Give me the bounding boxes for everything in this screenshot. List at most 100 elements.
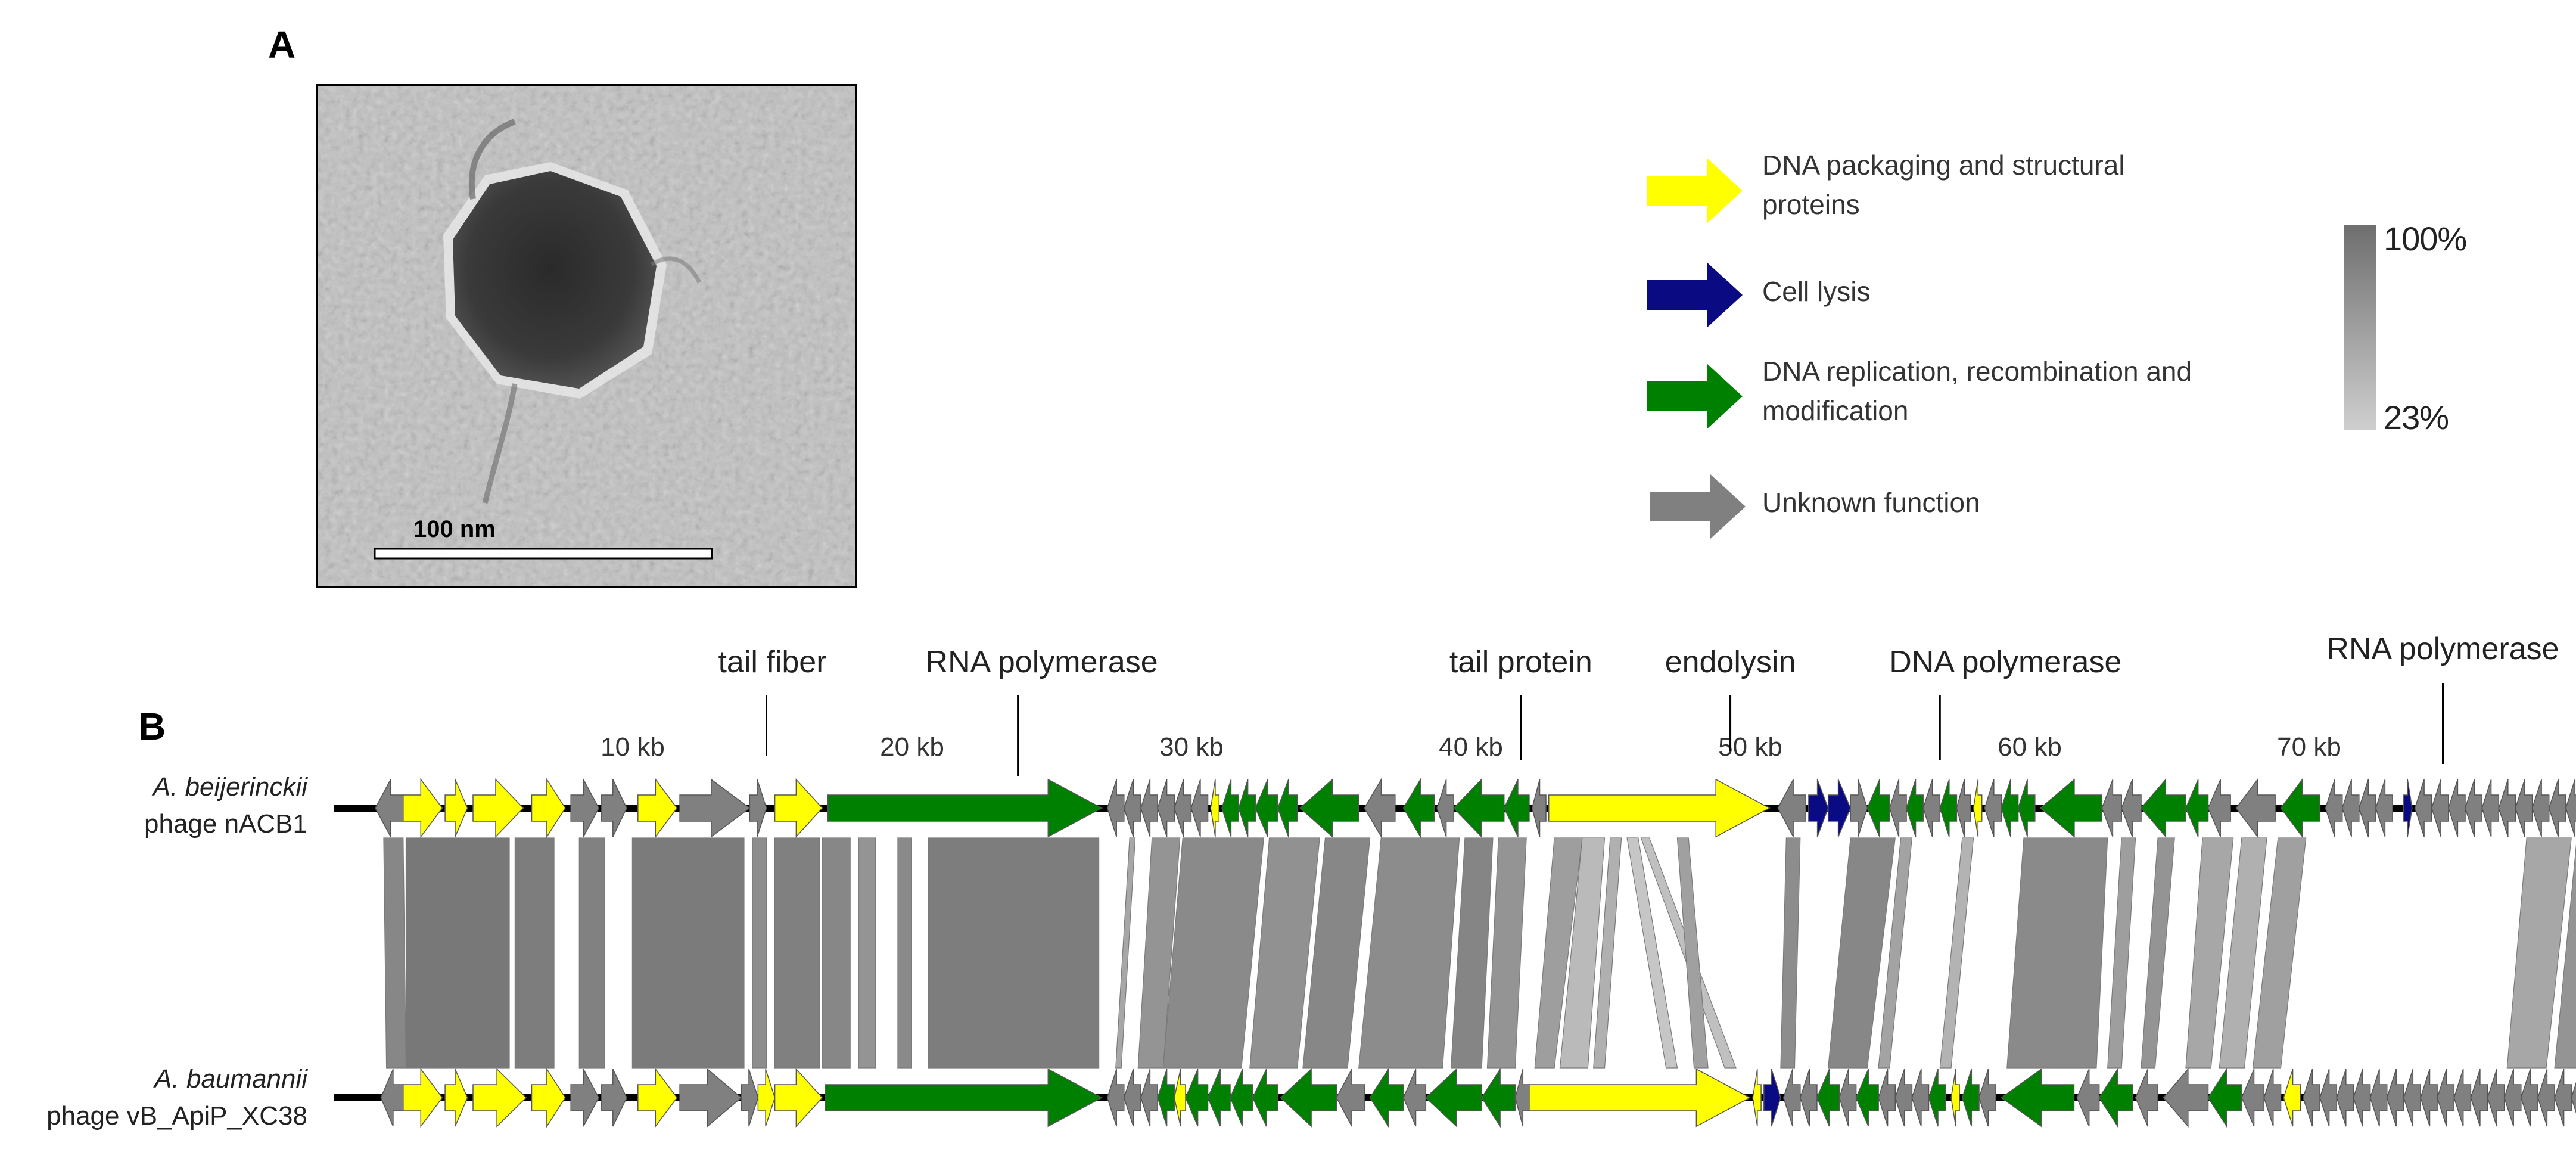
gene-arrow-top — [1827, 779, 1852, 837]
genes-bottom — [380, 1067, 2576, 1128]
gene-arrow-bottom — [1207, 1069, 1231, 1127]
homology-link — [822, 837, 851, 1069]
gene-arrow-top — [2341, 779, 2360, 837]
gene-arrow-top — [1106, 779, 1125, 837]
gene-arrow-bottom — [774, 1068, 823, 1128]
gene-arrow-top — [679, 778, 751, 838]
gene-arrow-bottom — [2369, 1069, 2388, 1127]
gene-arrow-top — [375, 779, 404, 837]
gene-arrow-top — [403, 778, 443, 838]
homology-link — [383, 837, 407, 1069]
scale-bar — [374, 548, 713, 560]
gene-arrow-bottom — [2207, 1067, 2242, 1128]
homology-link — [1559, 837, 1606, 1069]
legend-item-cell-lysis: Cell lysis — [1762, 276, 1871, 307]
gene-arrow-bottom — [1962, 1069, 1980, 1127]
gene-arrow-bottom — [2420, 1069, 2438, 1127]
homology-link — [1534, 837, 1583, 1069]
gene-arrow-top — [2101, 779, 2122, 837]
gene-arrow-bottom — [1782, 1069, 1801, 1127]
gene-arrow-top — [827, 778, 1103, 838]
gene-arrow-top — [1453, 778, 1505, 838]
gene-annotation-label: DNA polymerase — [1889, 645, 2121, 679]
gene-arrow-top — [2515, 779, 2533, 837]
gene-arrow-top — [1277, 779, 1298, 837]
gene-arrow-top — [1984, 779, 2002, 837]
gene-arrow-top — [2481, 779, 2500, 837]
homology-link — [1780, 837, 1801, 1069]
kb-tick-label: 40 kb — [1439, 732, 1503, 762]
gene-arrow-top — [531, 778, 566, 838]
homology-link — [2107, 837, 2136, 1069]
gene-arrow-top — [1777, 779, 1806, 837]
gene-arrow-bottom — [2076, 1069, 2100, 1127]
kb-tick-label: 60 kb — [1998, 732, 2062, 762]
gene-arrow-top — [1221, 779, 1239, 837]
homology-link — [1486, 837, 1527, 1069]
gene-arrow-top — [2375, 779, 2393, 837]
gene-arrow-top — [2185, 779, 2209, 837]
homology-link — [2141, 837, 2175, 1069]
gene-arrow-top — [2531, 779, 2550, 837]
gene-arrow-bottom — [403, 1067, 443, 1128]
tem-micrograph: 100 nm — [316, 84, 857, 588]
gene-arrow-bottom — [2537, 1069, 2555, 1127]
homology-link — [774, 837, 820, 1069]
gene-arrow-top — [2498, 779, 2516, 837]
homology-link — [1115, 837, 1136, 1069]
gene-arrow-bottom — [757, 1069, 776, 1127]
gene-arrow-top — [2017, 779, 2036, 837]
gene-arrow-top — [2325, 779, 2343, 837]
gene-arrow-top — [2431, 779, 2449, 837]
gene-arrow-bottom — [2319, 1069, 2338, 1127]
gene-arrow-top — [749, 779, 767, 837]
gene-arrow-bottom — [2487, 1069, 2505, 1127]
kb-tick-label: 30 kb — [1159, 732, 1224, 762]
identity-scale-bar — [2344, 225, 2376, 430]
homology-link — [1358, 837, 1460, 1069]
gene-arrow-top — [472, 778, 524, 838]
genes-top — [375, 778, 2576, 838]
gene-arrow-bottom — [2241, 1069, 2265, 1127]
gene-arrow-bottom — [2403, 1069, 2421, 1127]
gene-arrow-bottom — [1336, 1069, 1365, 1127]
gene-arrow-bottom — [1978, 1069, 1996, 1127]
gene-arrow-bottom — [2386, 1069, 2404, 1127]
homology-link — [631, 837, 745, 1069]
gene-arrow-bottom — [1124, 1069, 1141, 1127]
gene-arrow-bottom — [1816, 1069, 1840, 1127]
panel-a-label: A — [268, 23, 296, 66]
gene-arrow-bottom — [1140, 1069, 1158, 1127]
legend-arrow-green — [1647, 364, 1743, 429]
gene-arrow-top — [1124, 779, 1141, 837]
homology-link — [1626, 837, 1678, 1069]
gene-arrow-bottom — [1481, 1067, 1516, 1128]
gene-arrow-bottom — [2521, 1069, 2538, 1127]
gene-arrow-bottom — [1369, 1067, 1404, 1128]
gene-arrow-bottom — [444, 1069, 468, 1127]
gene-arrow-top — [1889, 779, 1907, 837]
gene-arrow-top — [444, 779, 468, 837]
gene-arrow-top — [2121, 779, 2142, 837]
gene-arrow-top — [1808, 779, 1829, 837]
gene-arrow-bottom — [1529, 1068, 1751, 1128]
homology-link — [2252, 837, 2307, 1069]
gene-arrow-top — [637, 778, 678, 838]
homology-link — [405, 837, 510, 1069]
kb-tick-label: 50 kb — [1718, 732, 1782, 762]
gene-arrow-bottom — [472, 1068, 527, 1128]
legend-arrow-navy — [1647, 262, 1743, 328]
gene-arrow-top — [1503, 779, 1530, 837]
capsid-shape — [453, 171, 657, 389]
gene-arrow-bottom — [1514, 1069, 1530, 1127]
legend-arrow-yellow — [1647, 158, 1743, 223]
gene-arrow-bottom — [2336, 1069, 2354, 1127]
scale-bar-label: 100 nm — [413, 516, 496, 542]
gene-arrow-top — [2548, 779, 2566, 837]
gene-arrow-top — [1210, 779, 1220, 837]
gene-arrow-bottom — [2437, 1069, 2455, 1127]
